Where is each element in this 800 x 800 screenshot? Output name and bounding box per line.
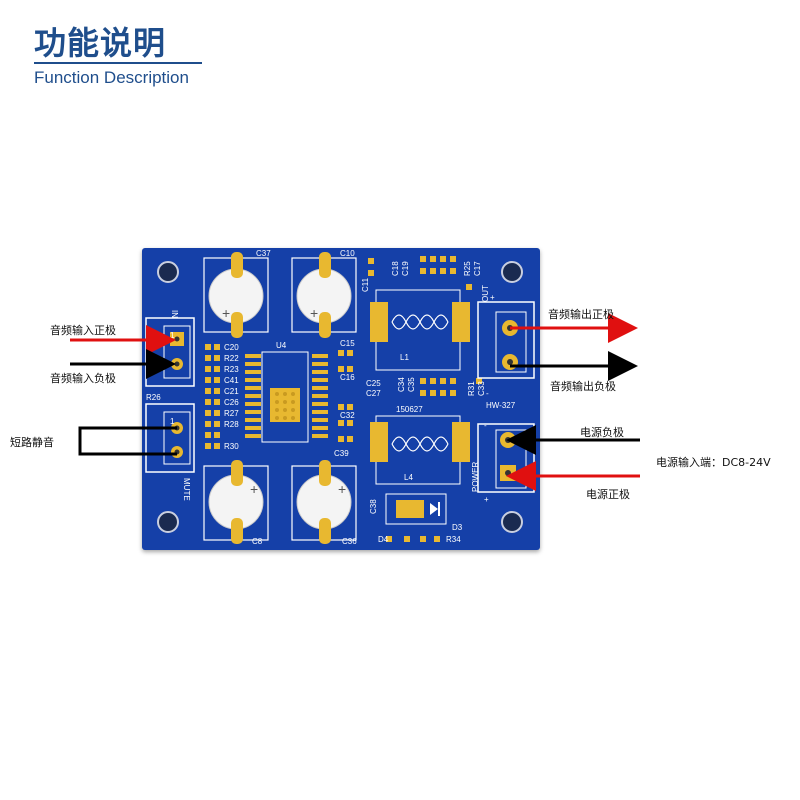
label-c10: C10	[340, 249, 355, 258]
label-c35: C35	[407, 377, 416, 392]
label-c17: C17	[473, 261, 482, 276]
label-c18: C18	[391, 261, 400, 276]
annotation-power-pos: 电源正极	[586, 488, 630, 501]
annotation-audio-in-neg: 音频输入负极	[50, 372, 116, 385]
label-r23: R23	[224, 365, 239, 374]
ic-pads	[245, 354, 328, 438]
svg-text:+: +	[338, 481, 346, 497]
label-c37: C37	[256, 249, 271, 258]
annotation-power-neg: 电源负极	[580, 426, 624, 439]
annotation-audio-in-pos: 音频输入正极	[50, 324, 116, 337]
page-subtitle: Function Description	[34, 68, 189, 87]
svg-text:+: +	[250, 481, 258, 497]
polarity-pwr-minus: -	[484, 421, 487, 430]
label-model: HW-327	[486, 401, 516, 410]
label-d3: D3	[452, 523, 463, 532]
capacitor-c36: +	[291, 460, 357, 544]
label-c36: C36	[342, 537, 357, 546]
wiring-arrows	[70, 313, 640, 491]
label-u4: U4	[276, 341, 287, 350]
label-c21: C21	[224, 387, 239, 396]
label-c41: C41	[224, 376, 239, 385]
svg-text:+: +	[222, 305, 230, 321]
annotation-audio-out-pos: 音频输出正极	[548, 308, 614, 321]
mounting-holes	[157, 261, 523, 533]
annotation-power-input: 电源输入端：DC8-24V	[656, 456, 771, 469]
polarity-out-plus: +	[490, 293, 495, 302]
capacitor-c10: +	[291, 252, 357, 338]
label-c20: C20	[224, 343, 239, 352]
label-r22: R22	[224, 354, 239, 363]
label-code: 150627	[396, 405, 423, 414]
label-c27: C27	[366, 389, 381, 398]
polarity-pwr-plus: +	[484, 495, 489, 504]
label-r28: R28	[224, 420, 239, 429]
svg-text:+: +	[310, 305, 318, 321]
power-connector	[477, 423, 535, 493]
annotation-audio-out-neg: 音频输出负极	[550, 380, 616, 393]
capacitor-c8: +	[203, 460, 269, 544]
page-title: 功能说明	[34, 24, 167, 62]
output-connector	[477, 301, 535, 379]
label-r30: R30	[224, 442, 239, 451]
capacitor-c37: +	[203, 252, 269, 338]
label-r26: R26	[146, 393, 161, 402]
label-c32: C32	[340, 411, 355, 420]
pin-mark-mute: 1	[170, 417, 175, 426]
label-c38: C38	[369, 499, 378, 514]
label-r34: R34	[446, 535, 461, 544]
resistor-pads	[205, 344, 220, 449]
label-r27: R27	[224, 409, 239, 418]
label-c39: C39	[334, 449, 349, 458]
input-connector	[145, 317, 195, 387]
small-pads	[338, 256, 482, 442]
annotation-mute-short: 短路静音	[10, 436, 54, 449]
label-c34: C34	[397, 377, 406, 392]
inductor-l4	[370, 415, 470, 485]
polarity-out-minus: -	[486, 389, 489, 398]
label-c8: C8	[252, 537, 263, 546]
label-c25: C25	[366, 379, 381, 388]
label-c33: C33	[477, 381, 486, 396]
label-power: POWER	[471, 462, 480, 492]
label-mute: MUTE	[182, 478, 191, 501]
label-in: IN	[170, 310, 179, 318]
label-c26: C26	[224, 398, 239, 407]
ic-u4	[261, 351, 309, 443]
label-r31: R31	[467, 381, 476, 396]
label-out: OUT	[481, 285, 490, 302]
label-c11: C11	[361, 277, 370, 292]
silkscreen-labels: C37 C10 C8 C36 U4 L1 L4 150627 HW-327 C2…	[146, 249, 516, 546]
label-c19: C19	[401, 261, 410, 276]
label-l1: L1	[400, 353, 409, 362]
label-c15: C15	[340, 339, 355, 348]
mute-connector	[145, 403, 195, 473]
inductor-l1	[370, 289, 470, 371]
diode-d3	[385, 493, 447, 542]
label-c16: C16	[340, 373, 355, 382]
label-d4: D4	[378, 535, 389, 544]
pin-mark-in: 1	[170, 331, 175, 340]
title-underline	[34, 62, 202, 64]
label-r25: R25	[463, 261, 472, 276]
mute-short-wire	[78, 426, 177, 456]
label-l4: L4	[404, 473, 413, 482]
